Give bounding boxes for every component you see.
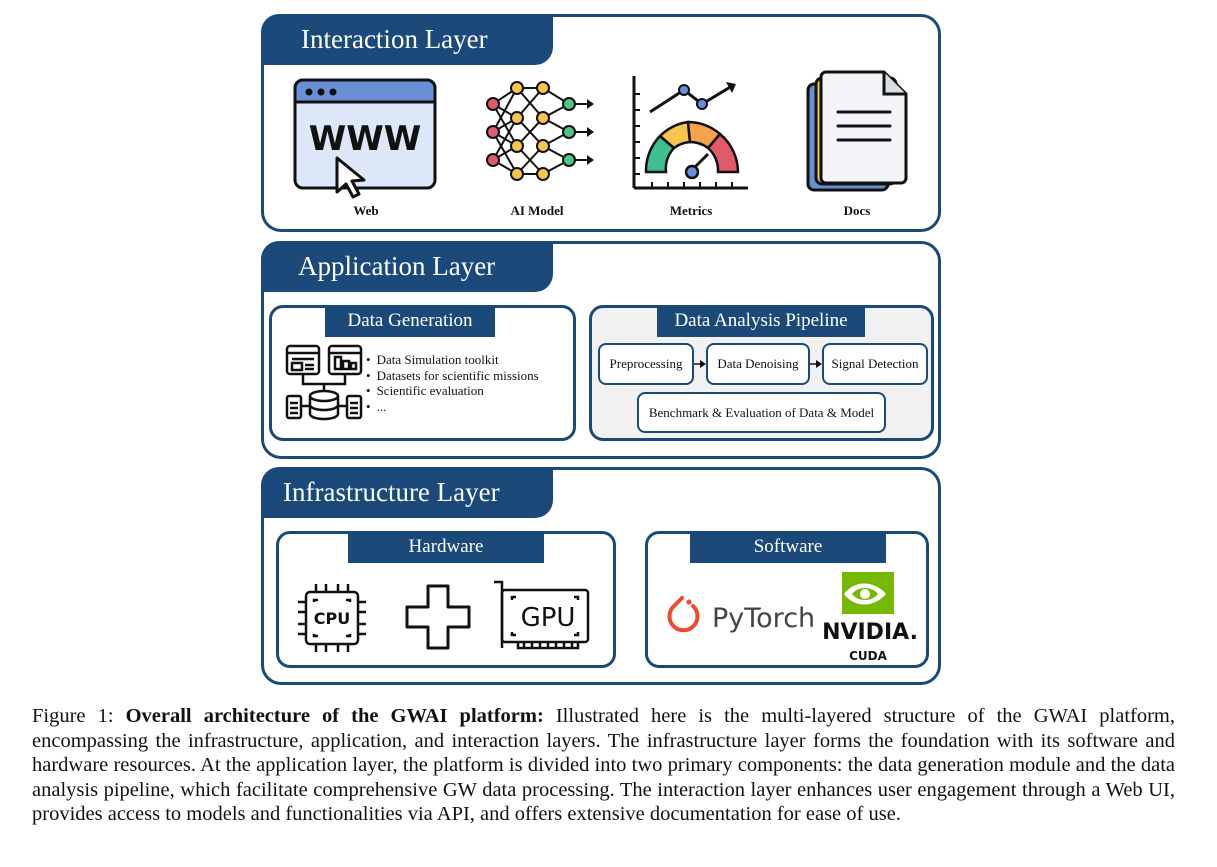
preprocessing-step: Preprocessing [598,343,694,385]
pytorch-logo: PyTorch [667,596,815,634]
nvidia-logo: NVIDIA. CUDA [822,572,918,663]
cpu-icon: CPU [298,584,366,652]
data-generation-list: Data Simulation toolkit Datasets for sci… [366,352,539,414]
ai-model-label: AI Model [510,203,564,218]
infrastructure-layer-title: Infrastructure Layer [261,467,553,518]
database-network-icon [285,344,363,421]
metrics-label: Metrics [669,203,713,218]
cuda-text: CUDA [849,649,888,663]
interaction-layer-title: Interaction Layer [261,14,553,65]
neural-network-icon [486,81,594,181]
data-analysis-pipeline-title: Data Analysis Pipeline [657,305,865,337]
caption-bold: Overall architecture of the GWAI platfor… [125,705,544,727]
cpu-text: CPU [314,609,350,628]
benchmark-evaluation-step: Benchmark & Evaluation of Data & Model [637,392,886,433]
docs-label: Docs [843,203,871,218]
application-layer-title: Application Layer [261,241,553,292]
documents-icon [806,70,908,192]
gpu-text: GPU [521,603,576,633]
data-denoising-step: Data Denoising [706,343,810,385]
list-item: Datasets for scientific missions [366,368,539,384]
list-item: Scientific evaluation [366,383,539,399]
metrics-gauge-icon [632,76,748,190]
data-generation-title: Data Generation [325,305,495,337]
pytorch-text: PyTorch [712,603,815,634]
signal-detection-step: Signal Detection [822,343,928,385]
web-www-text: WWW [309,119,422,159]
caption-prefix: Figure 1: [32,705,126,727]
hardware-title: Hardware [348,531,544,563]
web-browser-icon: WWW [293,78,437,199]
gpu-icon: GPU [494,580,590,650]
figure-caption: Figure 1: Overall architecture of the GW… [32,704,1175,827]
web-label: Web [353,203,379,218]
arrow-right-icon [810,360,822,368]
arrow-right-icon [694,360,706,368]
nvidia-text: NVIDIA. [822,620,918,645]
list-item: ... [366,399,539,415]
software-title: Software [690,531,886,563]
list-item: Data Simulation toolkit [366,352,539,368]
caption-text: Illustrated here is the multi-layered st… [32,705,1175,825]
plus-icon [405,584,471,650]
